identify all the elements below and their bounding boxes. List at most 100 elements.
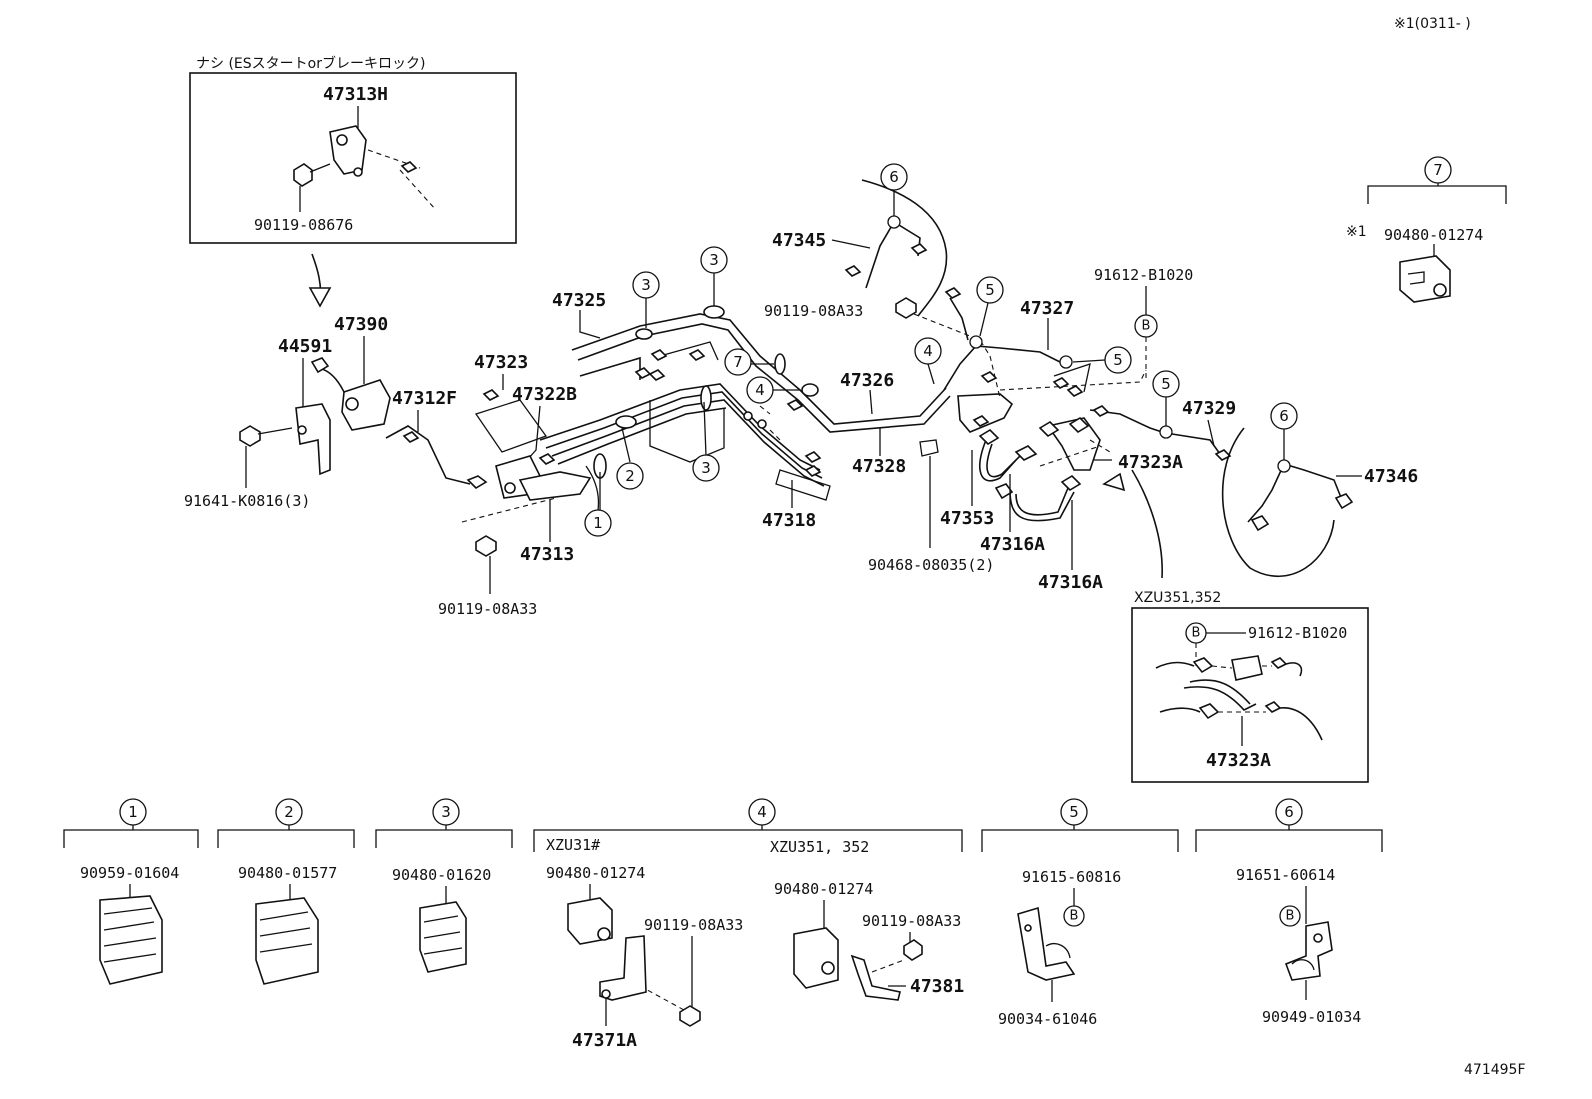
legend-group-7: 7 ※1 90480-01274 — [1346, 156, 1507, 303]
drawing-code: 471495F — [1464, 1062, 1526, 1078]
part-47326: 47326 — [840, 370, 894, 391]
callout-B-main-text: B — [1142, 319, 1151, 334]
legend-5-marker — [1063, 905, 1085, 927]
legend-6-num: 6 — [1284, 803, 1294, 821]
legend-2-num: 2 — [284, 803, 294, 821]
callout-3-c — [692, 454, 720, 482]
part-47390: 47390 — [334, 314, 388, 335]
legend-1-num: 1 — [128, 803, 138, 821]
part-47329: 47329 — [1182, 398, 1236, 419]
part-47325: 47325 — [552, 290, 606, 311]
legend-group-4: 4 XZU31# XZU351, 352 90480-01274 90119-0… — [533, 798, 964, 1051]
part-90119-08A33-mid: 90119-08A33 — [764, 302, 863, 320]
legend-3-num: 3 — [441, 803, 451, 821]
part-47318: 47318 — [762, 510, 816, 531]
inset-xzu-part-91612: 91612-B1020 — [1248, 624, 1347, 642]
legend-4-num: 4 — [757, 803, 767, 821]
part-47327: 47327 — [1020, 298, 1074, 319]
header-note: ※1(0311- ) — [1394, 16, 1471, 32]
callout-5-c-text: 5 — [1161, 375, 1171, 393]
part-90468-08035: 90468-08035(2) — [868, 556, 994, 574]
bracket-icon — [295, 403, 331, 476]
junction-block-icon — [957, 393, 1014, 433]
callout-3-b-text: 3 — [709, 251, 719, 269]
legend-group-6: 6 91651-60614 B 90949-01034 — [1195, 798, 1383, 1026]
p-clip-icon — [1284, 921, 1333, 981]
legend-7-part: 90480-01274 — [1384, 226, 1483, 244]
part-47346: 47346 — [1364, 466, 1418, 487]
callout-3-a-text: 3 — [641, 276, 651, 294]
legend-4-b-bolt: 90119-08A33 — [862, 912, 961, 930]
callout-2 — [616, 462, 644, 490]
part-47316A-2: 47316A — [1038, 572, 1103, 593]
callout-5-b-text: 5 — [1113, 351, 1123, 369]
bolt-icon — [239, 425, 261, 447]
inset-xzu-marker-text: B — [1192, 626, 1201, 641]
part-47328: 47328 — [852, 456, 906, 477]
bracket-clip-icon — [1017, 906, 1076, 981]
callout-6-top-text: 6 — [889, 168, 899, 186]
callout-2-text: 2 — [625, 467, 635, 485]
bracket-47381-icon — [850, 954, 901, 1001]
part-47323: 47323 — [474, 352, 528, 373]
legend-5-num: 5 — [1069, 803, 1079, 821]
legend-group-2: 2 90480-01577 — [217, 798, 355, 985]
bolt-icon — [475, 535, 497, 557]
callout-4-b-text: 4 — [923, 342, 933, 360]
legend-4-a-bracket: 47371A — [572, 1030, 637, 1051]
center-right-hoses: 47345 90119-08A33 47326 47328 47327 9046… — [764, 179, 1418, 593]
part-90119-08A33-left: 90119-08A33 — [438, 600, 537, 618]
part-47345: 47345 — [772, 230, 826, 251]
legend-5-marker-text: B — [1070, 909, 1079, 924]
part-47316A-1: 47316A — [980, 534, 1045, 555]
legend-4-b-bracket: 47381 — [910, 976, 964, 997]
legend-6-bottom: 90949-01034 — [1262, 1008, 1361, 1026]
part-47323A: 47323A — [1118, 452, 1183, 473]
legend-6-marker — [1279, 905, 1301, 927]
inset-no-es-start: ナシ (ESスタートorブレーキロック) 47313H 90119-08676 — [189, 55, 517, 244]
legend-4-a-clip: 90480-01274 — [546, 864, 645, 882]
part-90119-08676: 90119-08676 — [254, 216, 353, 234]
part-47353: 47353 — [940, 508, 994, 529]
bolt-icon — [903, 939, 923, 961]
part-91612-B1020: 91612-B1020 — [1094, 266, 1193, 284]
inset-frame — [189, 72, 517, 244]
callout-1 — [584, 509, 612, 537]
callout-6-right-text: 6 — [1279, 407, 1289, 425]
clip-icon — [793, 927, 839, 989]
bolt-icon — [895, 297, 917, 319]
legend-4-variant-b: XZU351, 352 — [770, 838, 869, 856]
switch-part-icon — [329, 125, 367, 175]
clamp-3-icon — [419, 901, 467, 973]
legend-group-1: 1 90959-01604 — [63, 798, 199, 985]
clamp-5-icon — [99, 895, 163, 985]
center-pipe-bundle: 47323 47322B 47325 — [438, 290, 951, 618]
callout-4-a-text: 4 — [755, 381, 765, 399]
legend-4-a-bolt: 90119-08A33 — [644, 916, 743, 934]
valve-body-icon — [341, 379, 391, 431]
junction-47323A-icon — [1046, 417, 1101, 471]
legend-6-top: 91651-60614 — [1236, 866, 1335, 884]
bolt-icon — [293, 163, 313, 187]
callout-5-a-text: 5 — [985, 281, 995, 299]
bolt-icon — [679, 1005, 701, 1027]
part-47322B: 47322B — [512, 384, 577, 405]
part-47312F: 47312F — [392, 388, 457, 409]
legend-5-top: 91615-60816 — [1022, 868, 1121, 886]
part-47313: 47313 — [520, 544, 574, 565]
callout-7 — [724, 348, 752, 376]
legend-4-variant-a: XZU31# — [546, 836, 600, 854]
callout-markers: 6 3 3 7 4 4 5 5 5 B 2 1 3 — [584, 163, 1298, 537]
legend-7-num: 7 — [1433, 161, 1443, 179]
left-valve-assembly: 47390 44591 47312F 91641-K0816(3) — [184, 314, 488, 510]
callout-3-c-text: 3 — [701, 459, 711, 477]
inset-caption: ナシ (ESスタートorブレーキロック) — [196, 55, 425, 72]
callout-5-a — [976, 276, 1004, 304]
legend-7-note: ※1 — [1346, 224, 1367, 240]
inset-xzu-frame — [1131, 607, 1369, 783]
inset-xzu-part-47323A: 47323A — [1206, 750, 1271, 771]
legend-4-b-clip: 90480-01274 — [774, 880, 873, 898]
clamp-4-icon — [255, 897, 319, 985]
legend-6-marker-text: B — [1286, 909, 1295, 924]
legend-3-part: 90480-01620 — [392, 866, 491, 884]
